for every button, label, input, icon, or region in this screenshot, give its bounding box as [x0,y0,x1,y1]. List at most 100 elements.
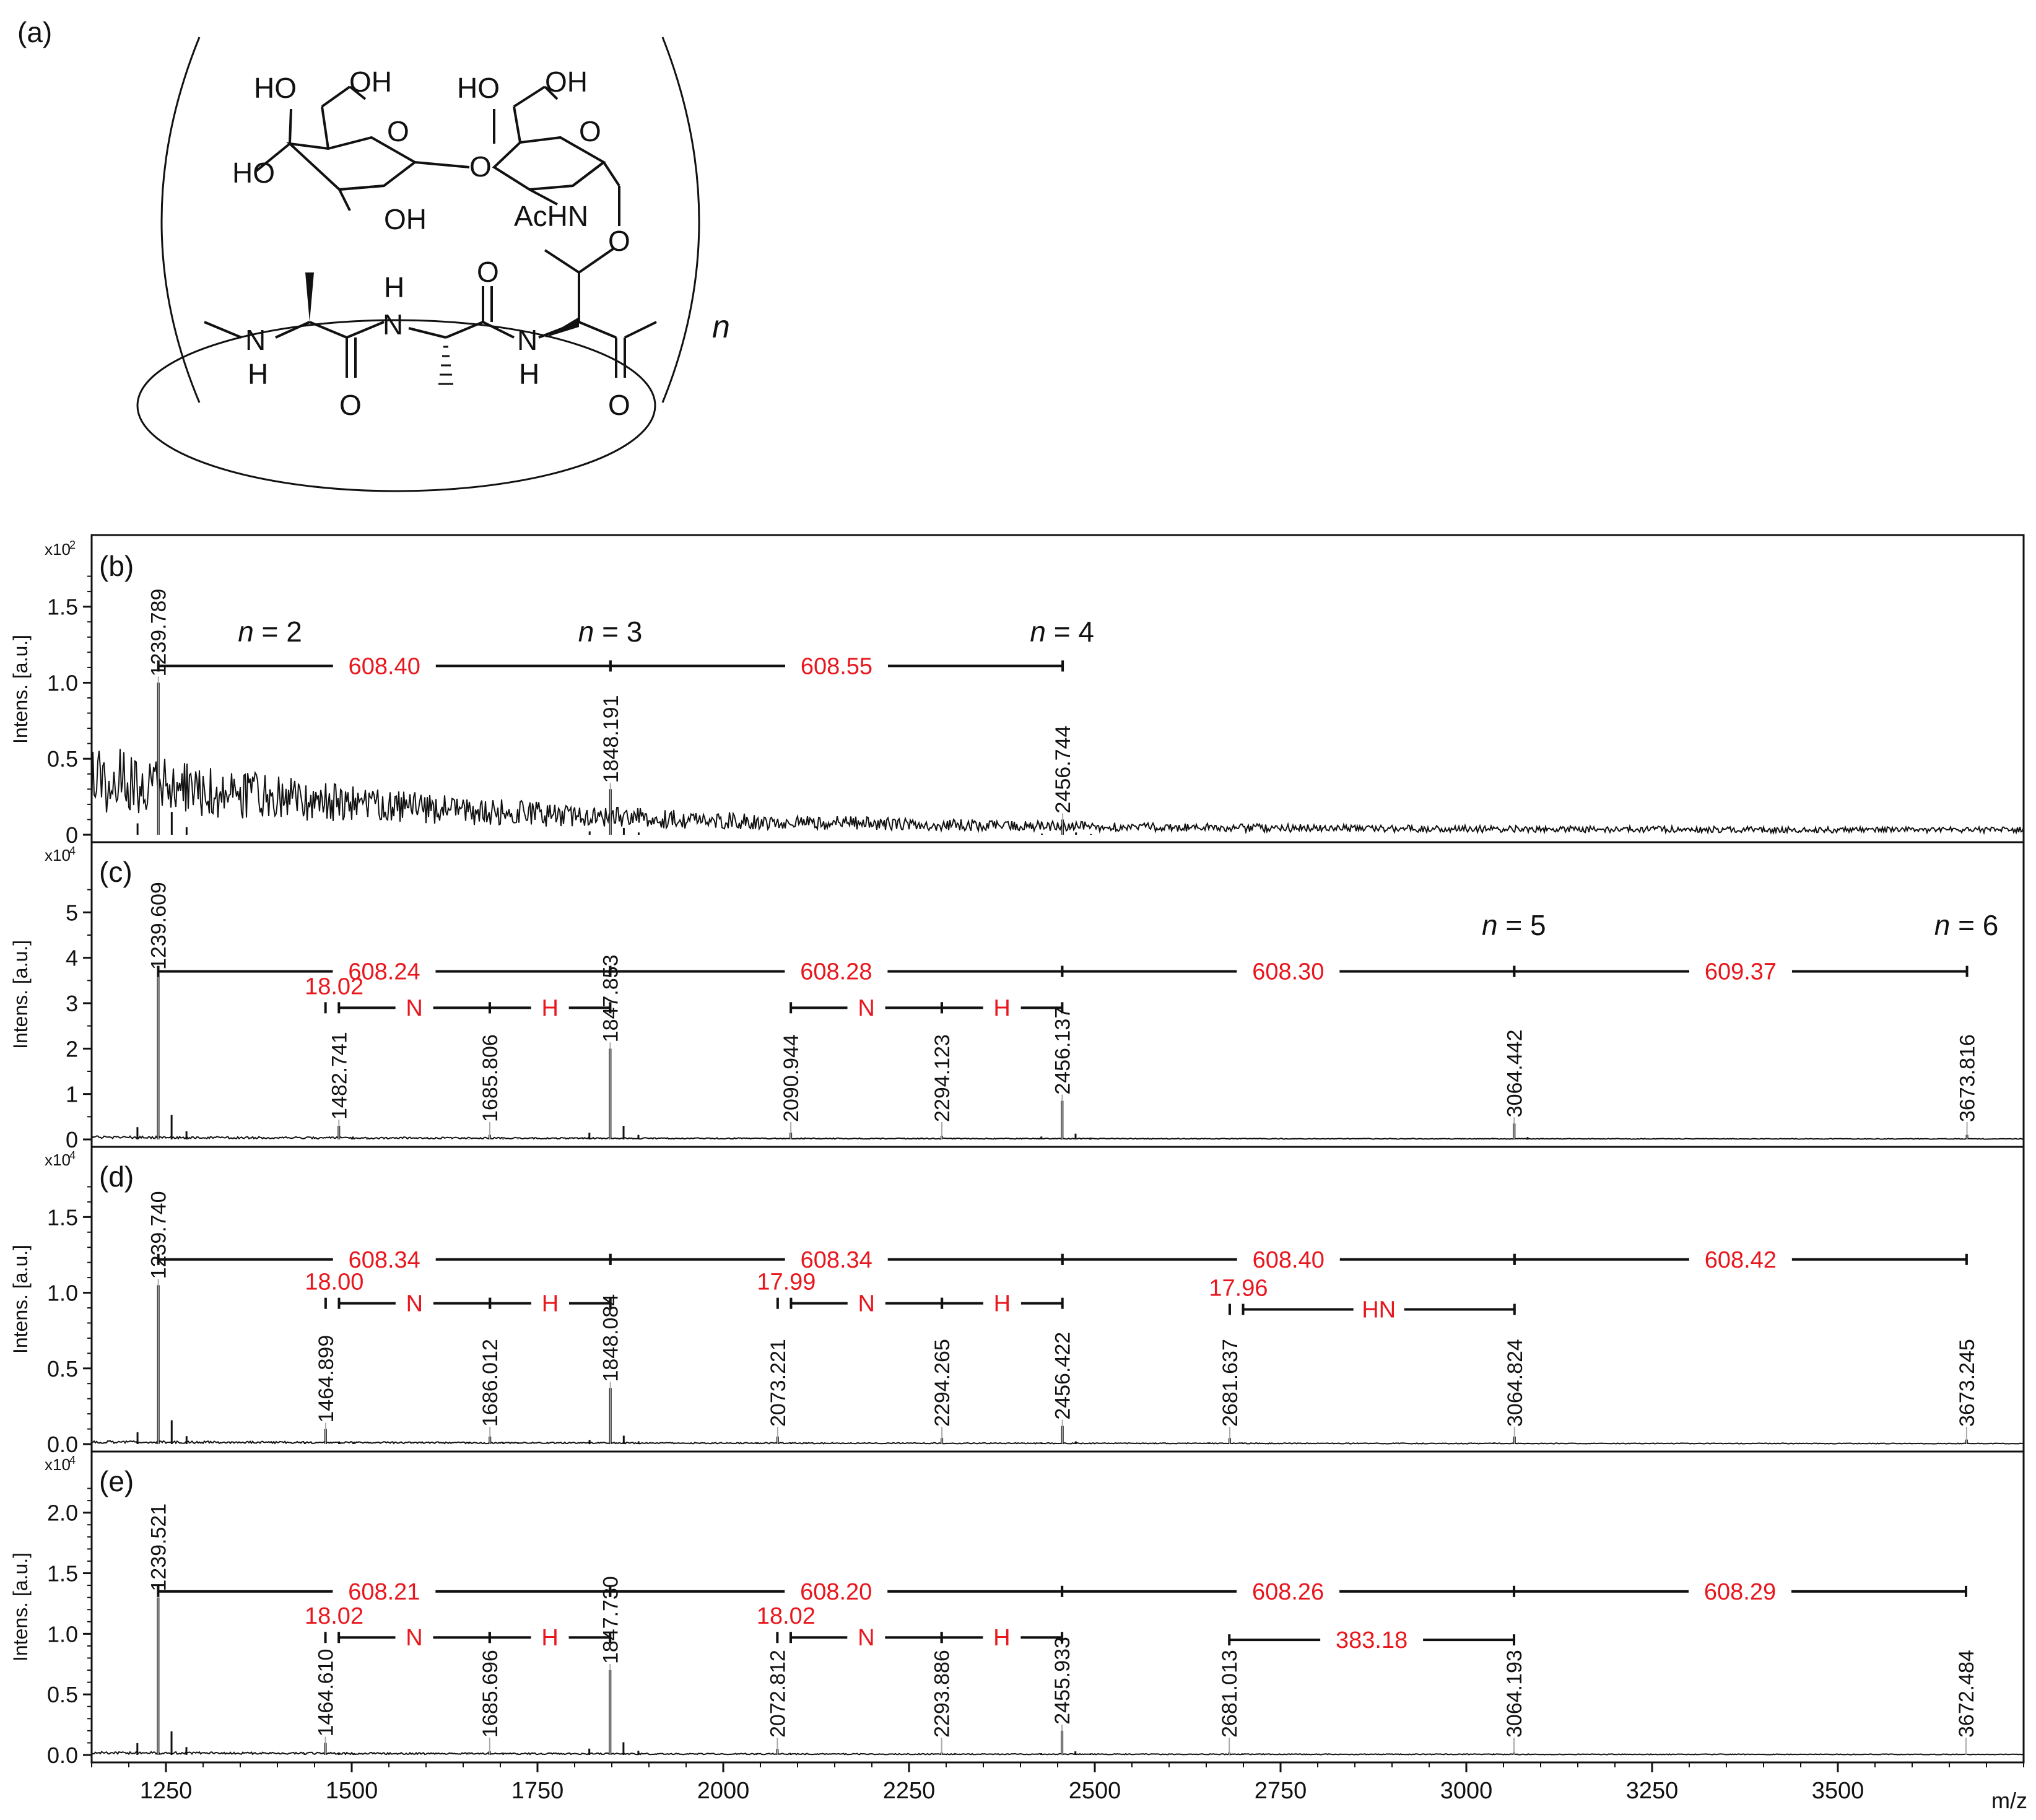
hashed-bond [438,346,453,385]
y-multiplier-exponent: 4 [69,1454,76,1466]
peak-mz-label: 1685.806 [479,1034,502,1122]
wedge-bond-1 [305,272,314,322]
interval-label: N [858,995,874,1021]
interval-label: 608.26 [1252,1579,1324,1605]
interval-label: 608.29 [1704,1579,1776,1605]
y-multiplier: x10 [45,1455,71,1474]
interval-label-bg [847,1289,885,1317]
interval-label: H [993,995,1010,1021]
interval-label: 608.34 [349,1247,420,1273]
interval-label-bg [333,1245,436,1273]
x-tick-label: 2250 [883,1778,936,1804]
interval-label: H [994,1291,1011,1317]
interval-label: 608.30 [1252,959,1324,985]
peak-mz-label: 2293.886 [931,1650,954,1738]
interval-label-bg [1237,957,1340,985]
water-loss-label: 18.00 [305,1269,363,1295]
peak-mz-label: 3672.484 [1955,1650,1978,1738]
y-multiplier: x10 [45,540,71,559]
y-tick-label: 2 [66,1036,78,1061]
y-tick-label: 0.5 [47,1356,78,1382]
y-tick-label: 0.0 [47,1432,78,1457]
y-axis-label: Intens. [a.u.] [9,1245,32,1354]
interval-label: H [993,1625,1010,1651]
atom-ho-2: HO [457,72,500,104]
peak-mz-label: 3673.816 [1956,1034,1980,1122]
peak-mz-label: 2456.744 [1051,726,1075,814]
x-tick-label: 3500 [1812,1778,1864,1804]
peak-mz-label: 3064.442 [1503,1030,1526,1118]
interval-label: H [542,1291,559,1317]
x-tick-label: 1750 [511,1778,564,1804]
water-loss-label: 18.02 [757,1603,816,1629]
peak-mz-label: 2294.123 [931,1034,954,1122]
water-loss-label: 17.96 [1209,1275,1268,1301]
atom-h-2: H [384,271,404,303]
atom-carbonyl-o-3: O [608,389,630,421]
interval-label-bg [395,1624,433,1652]
interval-label: 609.37 [1705,959,1777,985]
interval-label-bg [333,957,436,985]
n-label: n = 2 [238,616,302,648]
y-axis-label: Intens. [a.u.] [9,1552,32,1661]
y-axis-label: Intens. [a.u.] [9,940,32,1049]
support-ellipse [136,319,656,492]
wedge-bond-2 [545,317,579,337]
interval-label: 608.40 [349,653,420,679]
water-loss-label: 18.02 [305,973,363,999]
x-tick-label: 3000 [1440,1778,1493,1804]
interval-label-bg [983,1289,1021,1317]
interval-label: H [541,1625,558,1651]
left-bracket [160,37,201,403]
interval-label: 608.40 [1253,1247,1325,1273]
interval-label-bg [1353,1295,1404,1323]
y-tick-label: 4 [66,946,78,971]
interval-label-bg [785,1245,888,1273]
peak-mz-label: 2073.221 [767,1339,790,1427]
y-tick-label: 5 [66,900,78,925]
x-tick-label: 2000 [697,1778,750,1804]
spectrum-trace [91,1440,2024,1445]
interval-label-bg [847,1624,885,1652]
peak-mz-label: 2681.637 [1219,1339,1242,1427]
interval-label: N [406,995,422,1021]
atom-oh-2: OH [545,66,588,98]
interval-label-bg [1689,1577,1792,1605]
y-multiplier: x10 [45,846,71,864]
water-loss-label: 17.99 [757,1269,816,1295]
y-tick-label: 0 [66,1127,78,1152]
y-tick-label: 0.0 [47,1743,78,1768]
interval-label: 608.55 [801,653,872,679]
interval-label-bg [1689,957,1792,985]
interval-label: 383.18 [1336,1627,1407,1653]
interval-label-bg [1320,1626,1424,1654]
spectrum-trace [91,1751,2024,1756]
y-tick-label: 1.0 [47,1621,78,1647]
interval-label-bg [1689,1245,1792,1273]
interval-label: 608.24 [348,959,420,985]
interval-label: 608.28 [800,959,872,985]
peak-mz-label: 1848.191 [599,695,623,783]
atom-ring-o-2: O [579,115,601,147]
y-tick-label: 1.0 [47,1281,78,1306]
peak-mz-label: 3064.193 [1503,1650,1526,1738]
peak-mz-label: 1482.741 [328,1032,351,1120]
structure-panel-label: (a) [17,16,52,48]
interval-label-bg [531,1289,569,1317]
panel-label: (b) [99,550,134,582]
peak-mz-label: 2072.812 [766,1650,790,1738]
chemical-structure: (a) [17,16,730,492]
interval-label-bg [785,1577,888,1605]
atom-ho-1: HO [254,72,297,104]
peak-mz-label: 2681.013 [1218,1650,1242,1738]
interval-label-bg [531,1624,569,1652]
interval-label-bg [531,994,569,1022]
peak-mz-label: 1464.899 [315,1335,338,1423]
